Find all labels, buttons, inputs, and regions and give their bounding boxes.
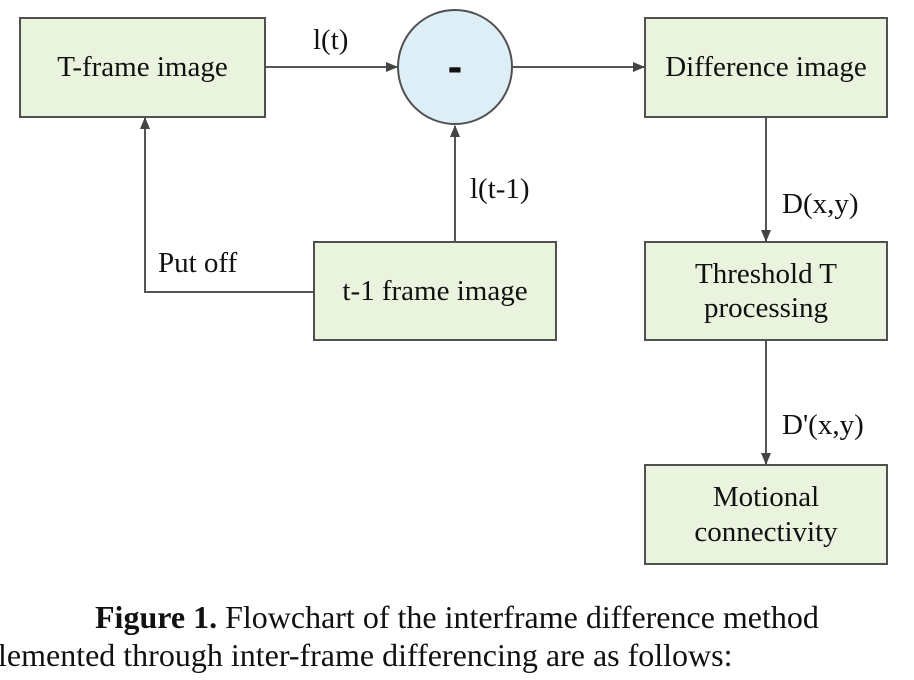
t1-frame-image-box: t-1 frame image [313, 241, 557, 341]
t-frame-image-label: T-frame image [57, 51, 228, 84]
difference-image-box: Difference image [644, 17, 888, 118]
subtract-symbol: - [447, 42, 463, 91]
flowchart-connectors [140, 62, 771, 465]
edge-label-dxy: D(x,y) [782, 188, 859, 220]
threshold-processing-box: Threshold T processing [644, 241, 888, 341]
difference-image-label: Difference image [665, 51, 867, 84]
subtract-node: - [397, 9, 513, 125]
threshold-label-line2: processing [703, 292, 829, 324]
arrow-put-off-feedback [140, 117, 313, 293]
flowchart: T-frame image - Difference image t-1 fra… [19, 9, 888, 565]
motional-label-line2: connectivity [694, 515, 838, 548]
edge-label-dpxy: D'(x,y) [782, 409, 864, 441]
caption-line1: Figure 1. Flowchart of the interframe di… [95, 598, 819, 637]
figure-title: Flowchart of the interframe difference m… [217, 599, 819, 635]
threshold-label-line1: Threshold T [694, 257, 838, 290]
figure-label: Figure 1. [95, 599, 218, 635]
edge-label-put-off: Put off [158, 247, 238, 279]
edge-label-it: l(t) [313, 24, 349, 56]
motional-label-line1: Motional [712, 481, 820, 514]
t-frame-image-box: T-frame image [19, 17, 266, 118]
t1-frame-image-label: t-1 frame image [342, 274, 528, 307]
caption-continuation: plemented through inter-frame differenci… [0, 637, 733, 673]
edge-label-it1: l(t-1) [470, 173, 530, 205]
motional-connectivity-box: Motional connectivity [644, 464, 888, 565]
